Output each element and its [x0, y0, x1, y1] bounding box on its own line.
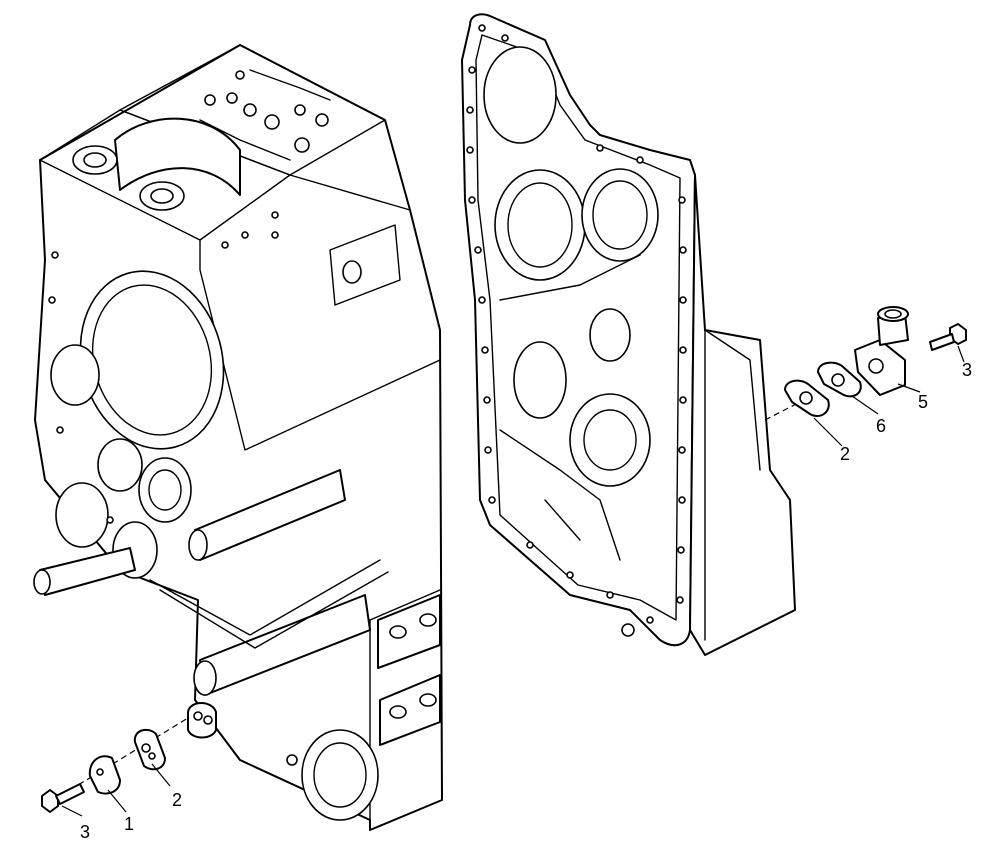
callout-right-bolt: 3: [962, 360, 972, 380]
right-small-parts: [764, 306, 967, 447]
left-transmission-housing: [33, 44, 443, 831]
left-bolt: [41, 783, 85, 813]
right-gasket-6: [817, 361, 862, 398]
left-gasket: [133, 728, 166, 771]
callout-left-gasket: 2: [172, 790, 182, 810]
callout-right-gasket-6: 6: [876, 416, 886, 436]
right-bolt: [929, 323, 967, 351]
callout-right-gasket-2: 2: [840, 444, 850, 464]
callout-right-elbow: 5: [918, 392, 928, 412]
left-small-parts: [41, 717, 189, 817]
callout-left-bolt: 3: [80, 822, 90, 842]
right-elbow-fitting: [854, 306, 909, 396]
callout-left-cover: 1: [124, 814, 134, 834]
right-gasket-2: [784, 379, 830, 418]
right-transmission-housing: [461, 13, 796, 656]
left-cover-plate: [88, 755, 121, 795]
